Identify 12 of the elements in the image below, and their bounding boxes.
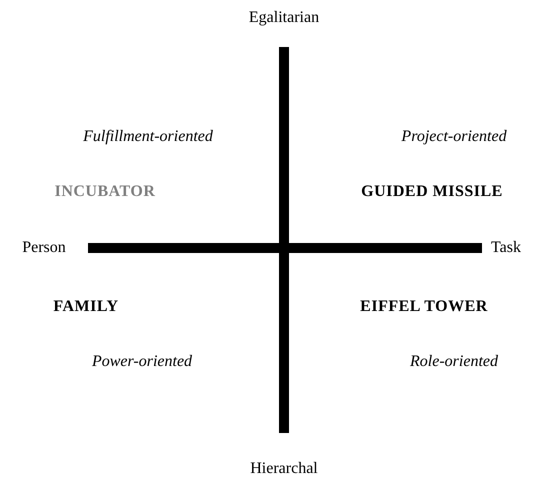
quadrant-title: EIFFEL TOWER — [360, 298, 488, 316]
quadrant-title: GUIDED MISSILE — [361, 183, 503, 201]
axis-label: Egalitarian — [248, 9, 320, 27]
quadrant-title: INCUBATOR — [54, 183, 156, 201]
orientation-label: Power-oriented — [92, 353, 192, 371]
orientation-label: Project-oriented — [401, 128, 507, 146]
axis-label: Task — [491, 239, 521, 257]
orientation-label: Fulfillment-oriented — [83, 128, 213, 146]
axis-label: Person — [22, 239, 66, 257]
orientation-label: Role-oriented — [410, 353, 498, 371]
quadrant-title: FAMILY — [53, 298, 119, 316]
axis-label: Hierarchal — [250, 460, 318, 478]
